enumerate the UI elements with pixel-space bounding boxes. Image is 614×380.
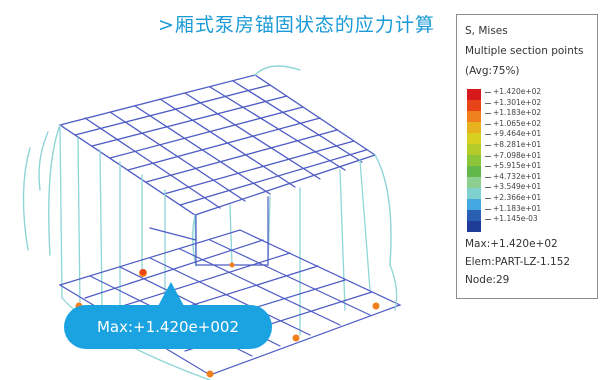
legend-averaging: (Avg:75%) [465,65,520,77]
legend-swatch [467,221,481,232]
legend-swatch [467,122,481,133]
legend-swatch [467,100,481,111]
legend-swatch [467,166,481,177]
legend-tick-label: +5.915e+01 [485,161,541,172]
legend-tick-label: +1.183e+01 [485,204,541,215]
legend-tick-label: +4.732e+01 [485,172,541,183]
legend-swatches [467,89,481,232]
legend-tick-label: +1.145e-03 [485,214,541,225]
max-stress-callout: Max:+1.420e+002 [64,305,272,349]
legend-max-value: Max:+1.420e+02 [465,238,558,250]
legend-tick-label: +1.420e+02 [485,87,541,98]
legend-section-points: Multiple section points [465,45,584,57]
legend-tick-label: +1.183e+02 [485,108,541,119]
legend-tick-label: +1.301e+02 [485,98,541,109]
legend-swatch [467,133,481,144]
legend-swatch [467,144,481,155]
legend-swatch [467,111,481,122]
legend-swatch [467,89,481,100]
legend-tick-label: +8.281e+01 [485,140,541,151]
anchor-hotspots [75,262,380,378]
legend-tick-label: +1.065e+02 [485,119,541,130]
legend-swatch [467,210,481,221]
legend-swatch [467,177,481,188]
legend-tick-label: +9.464e+01 [485,129,541,140]
legend-color-scale: +1.420e+02+1.301e+02+1.183e+02+1.065e+02… [465,87,591,235]
legend-swatch [467,155,481,166]
legend-max-element: Elem:PART-LZ-1.152 [465,256,571,268]
legend-variable: S, Mises [465,25,508,37]
legend-tick-label: +3.549e+01 [485,182,541,193]
legend-tick-label: +7.098e+01 [485,151,541,162]
legend-swatch [467,199,481,210]
legend-tick-labels: +1.420e+02+1.301e+02+1.183e+02+1.065e+02… [485,87,541,225]
legend-tick-label: +2.366e+01 [485,193,541,204]
mid-beam [149,196,269,266]
legend-swatch [467,188,481,199]
floor-frame [58,229,402,376]
roof-edges [22,65,392,267]
legend-stats: Max:+1.420e+02 Elem:PART-LZ-1.152 Node:2… [465,235,591,289]
stress-legend: S, Mises Multiple section points (Avg:75… [456,14,598,299]
legend-max-node: Node:29 [465,274,510,286]
page-title: >厢式泵房锚固状态的应力计算 [158,14,435,36]
callout-pointer [158,282,184,306]
roof-frame [58,74,377,216]
wall-posts [59,127,371,336]
